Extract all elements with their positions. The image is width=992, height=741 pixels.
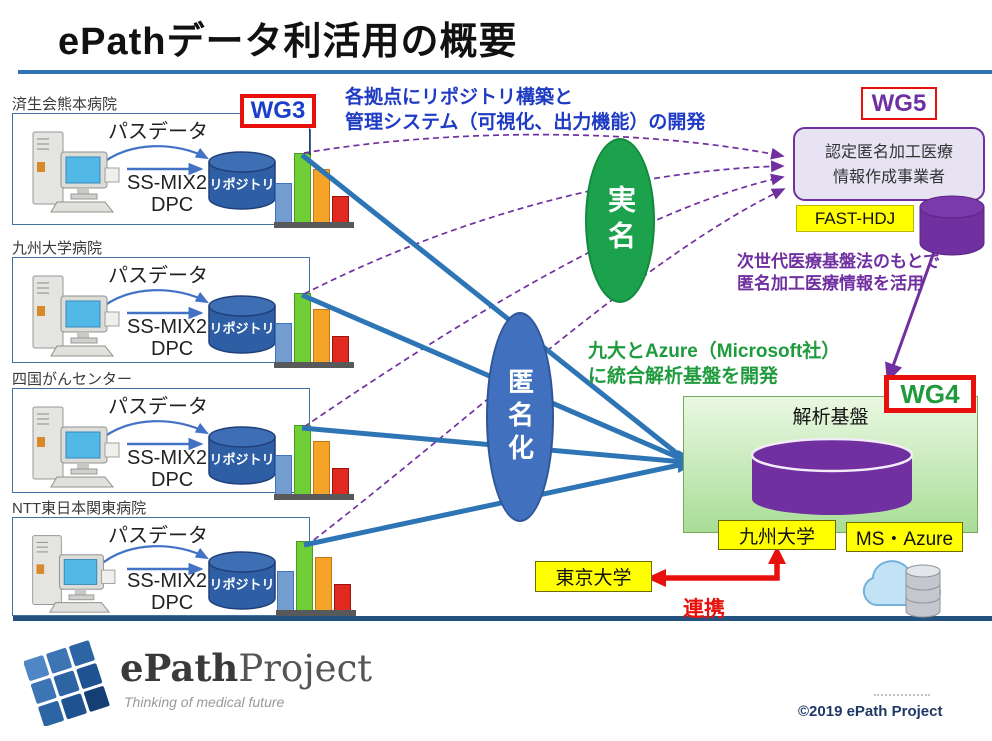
computer-icon: [32, 275, 120, 357]
analysis-platform-title: 解析基盤: [792, 407, 869, 428]
pass-data-label: パスデータ: [108, 265, 208, 287]
brand-bold: ePath: [120, 646, 239, 690]
hospital-arrows: [98, 289, 209, 320]
anonymize-ellipse: 匿名化: [486, 312, 554, 522]
title-rule: [18, 70, 992, 74]
cylinder-icon: [208, 426, 276, 485]
hospital-name: NTT東日本関東病院: [12, 500, 147, 517]
law-note-line1: 次世代医療基盤法のもとで: [737, 252, 941, 271]
bar-chart-icon: [274, 424, 354, 500]
pass-data-label: パスデータ: [108, 525, 208, 547]
dpc-label: DPC: [151, 338, 194, 360]
repository-cylinder: リポジトリ: [205, 550, 279, 612]
bar-chart-icon: [274, 292, 354, 368]
repository-cylinder: リポジトリ: [205, 294, 279, 356]
tokyo-university-tag: 東京大学: [535, 561, 652, 592]
pass-data-label: パスデータ: [108, 121, 208, 143]
hospital-box: パスデータ SS-MIX2 DPC リポジトリ: [12, 257, 310, 363]
ss-mix2-label: SS-MIX2: [127, 570, 208, 592]
repository-label: リポジトリ: [209, 177, 275, 192]
dpc-label: DPC: [151, 469, 194, 491]
hospital-name: 九州大学病院: [12, 240, 103, 257]
dpc-label: DPC: [151, 592, 194, 614]
hospital-name: 済生会熊本病院: [12, 96, 118, 113]
ms-azure-tag: MS・Azure: [846, 522, 963, 552]
bottom-divider: [13, 616, 992, 621]
ss-mix2-label: SS-MIX2: [127, 447, 208, 469]
faded-note-marks: [874, 694, 930, 698]
repository-dev-note: 各拠点にリポジトリ構築と 管理システム（可視化、出力機能）の開発: [345, 86, 705, 135]
law-note-line2: 匿名加工医療情報を活用: [737, 274, 924, 294]
computer-icon: [32, 406, 120, 488]
anonymized-data-cylinder-icon: [919, 195, 985, 256]
brand-tagline: Thinking of medical future: [124, 694, 285, 710]
law-note: 次世代医療基盤法のもとで 匿名加工医療情報を活用: [737, 251, 940, 295]
brand-wordmark: ePathProject: [120, 646, 372, 690]
cylinder-icon: [208, 295, 276, 354]
epath-logo-icon: [24, 640, 110, 726]
bar-chart-icon: [274, 152, 354, 228]
collaboration-label: 連携: [683, 598, 725, 621]
real-name-ellipse: 実名: [585, 138, 655, 303]
analysis-platform-box: 解析基盤: [683, 396, 978, 533]
dpc-label: DPC: [151, 194, 194, 216]
hospital-box: パスデータ SS-MIX2 DPC リポジトリ: [12, 517, 310, 616]
repository-dev-note-line1: 各拠点にリポジトリ構築と: [345, 87, 574, 108]
computer-icon: [32, 535, 116, 613]
fast-hdj-tag: FAST-HDJ: [796, 205, 914, 232]
hospital-block: 済生会熊本病院 パスデータ SS-MIX2 DPC: [12, 93, 310, 225]
azure-note-line1: 九大とAzure（Microsoft社）: [588, 341, 841, 362]
azure-note-line2: に統合解析基盤を開発: [588, 365, 779, 387]
wg3-tag: WG3: [240, 94, 316, 128]
brand-light: Project: [238, 647, 373, 690]
hospital-box: パスデータ SS-MIX2 DPC リポジトリ: [12, 388, 310, 493]
hospital-arrows: [98, 545, 209, 576]
hospital-arrows: [98, 420, 209, 451]
hospital-block: NTT東日本関東病院 パスデータ SS-MIX2 DPC: [12, 497, 310, 618]
cloud-database-icon: [862, 560, 941, 618]
certified-operator-line2: 情報作成事業者: [832, 168, 945, 186]
kyushu-university-tag: 九州大学: [718, 520, 836, 550]
certified-operator-line1: 認定匿名加工医療: [824, 144, 953, 161]
analysis-database-cylinder-icon: [750, 437, 914, 515]
cylinder-icon: [208, 151, 276, 210]
ss-mix2-label: SS-MIX2: [127, 172, 208, 194]
hospital-block: 四国がんセンター パスデータ SS-MIX2 DPC: [12, 368, 310, 495]
hospital-arrows: [98, 145, 209, 176]
repository-dev-note-line2: 管理システム（可視化、出力機能）の開発: [345, 111, 706, 133]
anonymize-label: 匿名化: [504, 367, 535, 467]
page-title: ePathデータ利活用の概要: [58, 21, 518, 63]
repository-cylinder: リポジトリ: [205, 425, 279, 487]
database-stack-icon: [905, 564, 941, 618]
repository-label: リポジトリ: [209, 577, 275, 592]
ss-mix2-label: SS-MIX2: [127, 316, 208, 338]
azure-note: 九大とAzure（Microsoft社） に統合解析基盤を開発: [588, 340, 840, 389]
collaboration-arrow: [646, 546, 786, 587]
repository-label: リポジトリ: [209, 452, 275, 467]
hospital-box: パスデータ SS-MIX2 DPC リポジトリ: [12, 113, 310, 225]
bar-chart-icon: [276, 540, 356, 616]
hospital-block: 九州大学病院 パスデータ SS-MIX2 DPC: [12, 237, 310, 363]
real-name-label: 実名: [605, 184, 636, 257]
repository-cylinder: リポジトリ: [205, 150, 279, 212]
copyright: ©2019 ePath Project: [798, 703, 943, 720]
pass-data-label: パスデータ: [108, 396, 208, 418]
hospital-name: 四国がんセンター: [12, 371, 133, 388]
wg4-tag: WG4: [884, 375, 976, 413]
cylinder-icon: [208, 551, 276, 610]
repository-label: リポジトリ: [209, 321, 275, 336]
wg5-tag: WG5: [861, 87, 937, 120]
computer-icon: [32, 131, 120, 213]
certified-operator-box: 認定匿名加工医療 情報作成事業者: [793, 127, 985, 201]
